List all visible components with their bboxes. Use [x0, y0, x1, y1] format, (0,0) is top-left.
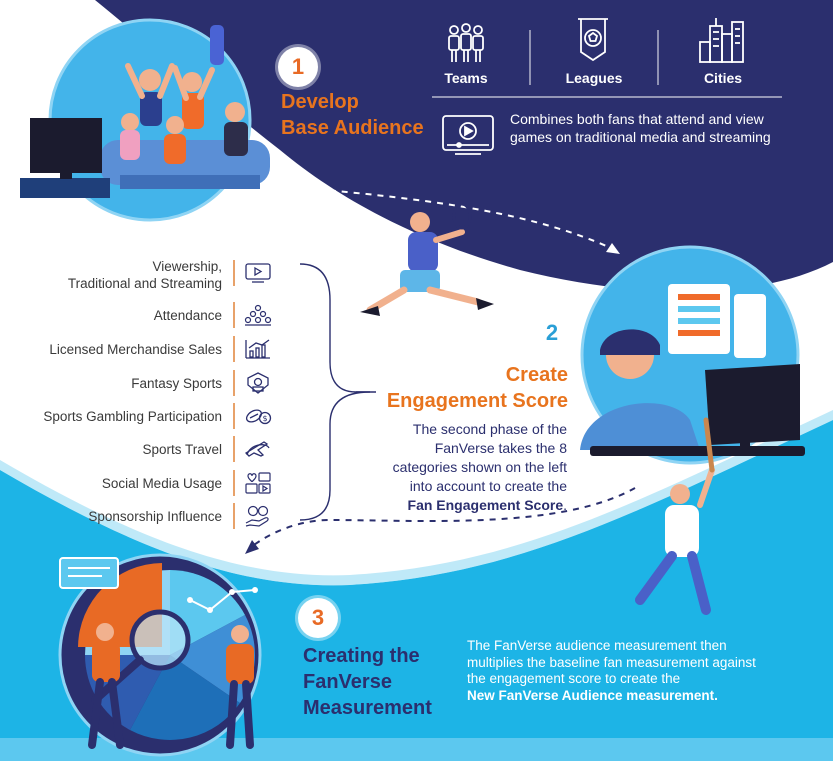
category-sponsorship-label: Sponsorship Influence [88, 509, 222, 524]
step2-title-line1: Create [505, 364, 568, 386]
desk [590, 446, 805, 456]
category-merchandise-label: Licensed Merchandise Sales [49, 342, 222, 357]
step1-title: Develop Base Audience [281, 89, 424, 141]
category-social-label: Social Media Usage [101, 476, 222, 491]
step3-title-line2: FanVerse [303, 671, 392, 693]
foam-finger [210, 25, 224, 65]
category-attendance-label: Attendance [153, 308, 222, 323]
fantasy-badge-icon [247, 372, 269, 394]
step2-number: 2 [532, 313, 572, 353]
step3-title-line1: Creating the [303, 645, 420, 667]
step2-title-line2: Engagement Score [386, 390, 568, 412]
video-player-icon [442, 115, 494, 155]
trend-line [189, 589, 256, 612]
new-fanverse-measurement: New FanVerse Audience measurement. [467, 687, 718, 703]
segment-leagues-label: Leagues [565, 70, 623, 86]
baseball-bat [703, 417, 715, 473]
video-player-icon [245, 263, 271, 283]
tv-screen [30, 118, 102, 173]
analyst-right [231, 625, 249, 643]
step1-title-line1: Develop [281, 91, 359, 113]
fan-head [139, 69, 161, 91]
step3-title-line3: Measurement [303, 697, 432, 719]
step1-number: 1 [278, 47, 318, 87]
tennis-player [410, 212, 430, 232]
analyst-left [96, 623, 114, 641]
category-fantasy-label: Fantasy Sports [131, 376, 222, 391]
category-viewership-label: Viewership, Traditional and Streaming [67, 259, 222, 291]
step2-title: Create Engagement Score [340, 362, 568, 414]
segment-cities-label: Cities [703, 70, 743, 86]
plane-globe-icon [244, 441, 270, 457]
sales-chart-icon [245, 339, 270, 359]
league-banner-icon [578, 18, 608, 62]
tv-stand [20, 178, 110, 198]
crowd-icon [244, 304, 272, 326]
segment-teams-label: Teams [444, 70, 488, 86]
computer-monitor [705, 364, 800, 445]
step3-number: 3 [298, 598, 338, 638]
fan-engagement-score: Fan Engagement Score [407, 497, 564, 513]
gambling-ball-icon: $ [245, 409, 272, 425]
baseball-player [670, 484, 690, 504]
step1-title-line2: Base Audience [281, 117, 424, 139]
social-media-icon [245, 472, 271, 494]
city-skyline-icon [699, 18, 744, 63]
category-gambling-label: Sports Gambling Participation [43, 409, 222, 424]
money-hand-icon [245, 505, 269, 527]
magnifier [129, 609, 191, 671]
step3-title: Creating the FanVerse Measurement [303, 643, 432, 721]
category-travel-label: Sports Travel [142, 442, 222, 457]
step2-description: The second phase of the FanVerse takes t… [392, 421, 567, 513]
svg-text:$: $ [263, 414, 268, 423]
dashed-arrow-2 [249, 487, 636, 549]
step1-description: Combines both fans that attend and view … [510, 111, 771, 145]
step3-description: The FanVerse audience measurement then m… [467, 638, 817, 704]
document-card [59, 557, 119, 589]
team-players-icon [448, 23, 484, 62]
